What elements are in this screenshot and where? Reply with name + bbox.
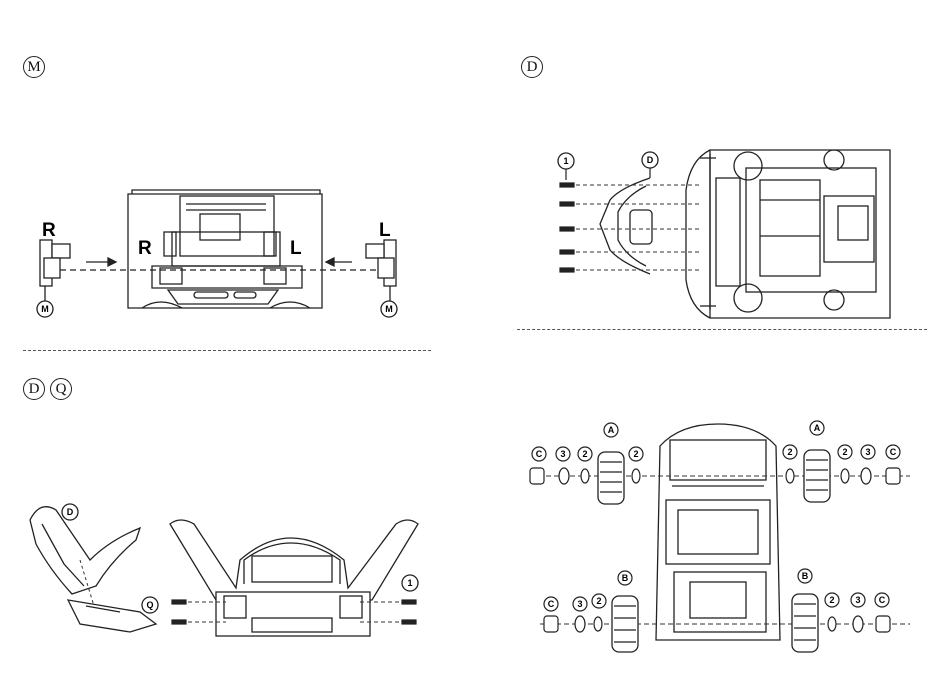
fr-tag-0: 2 bbox=[787, 447, 792, 457]
fr-tag-1: A bbox=[814, 423, 821, 433]
rr-tag-0: B bbox=[802, 571, 809, 581]
rl-tag-3: B bbox=[622, 573, 629, 583]
fl-tag-0: C bbox=[536, 449, 543, 459]
fl-tag-4: 2 bbox=[633, 449, 638, 459]
rr-tag-2: 3 bbox=[855, 595, 860, 605]
fr-tag-4: C bbox=[890, 447, 897, 457]
wheel-front-left bbox=[598, 452, 624, 504]
rr-tag-3: C bbox=[879, 595, 886, 605]
rl-tag-0: C bbox=[548, 599, 555, 609]
wheel-front-right bbox=[804, 450, 830, 502]
chassis-bottom bbox=[656, 424, 780, 640]
wheel-rear-left bbox=[612, 596, 638, 652]
fl-tag-2: 2 bbox=[582, 449, 587, 459]
rl-tag-1: 3 bbox=[577, 599, 582, 609]
fr-tag-2: 2 bbox=[842, 447, 847, 457]
rr-tag-1: 2 bbox=[829, 595, 834, 605]
rl-tag-2: 2 bbox=[596, 596, 601, 606]
fl-tag-3: A bbox=[608, 425, 615, 435]
fl-tag-1: 3 bbox=[560, 449, 565, 459]
wheel-rear-right bbox=[792, 594, 818, 652]
fr-tag-3: 3 bbox=[865, 447, 870, 457]
